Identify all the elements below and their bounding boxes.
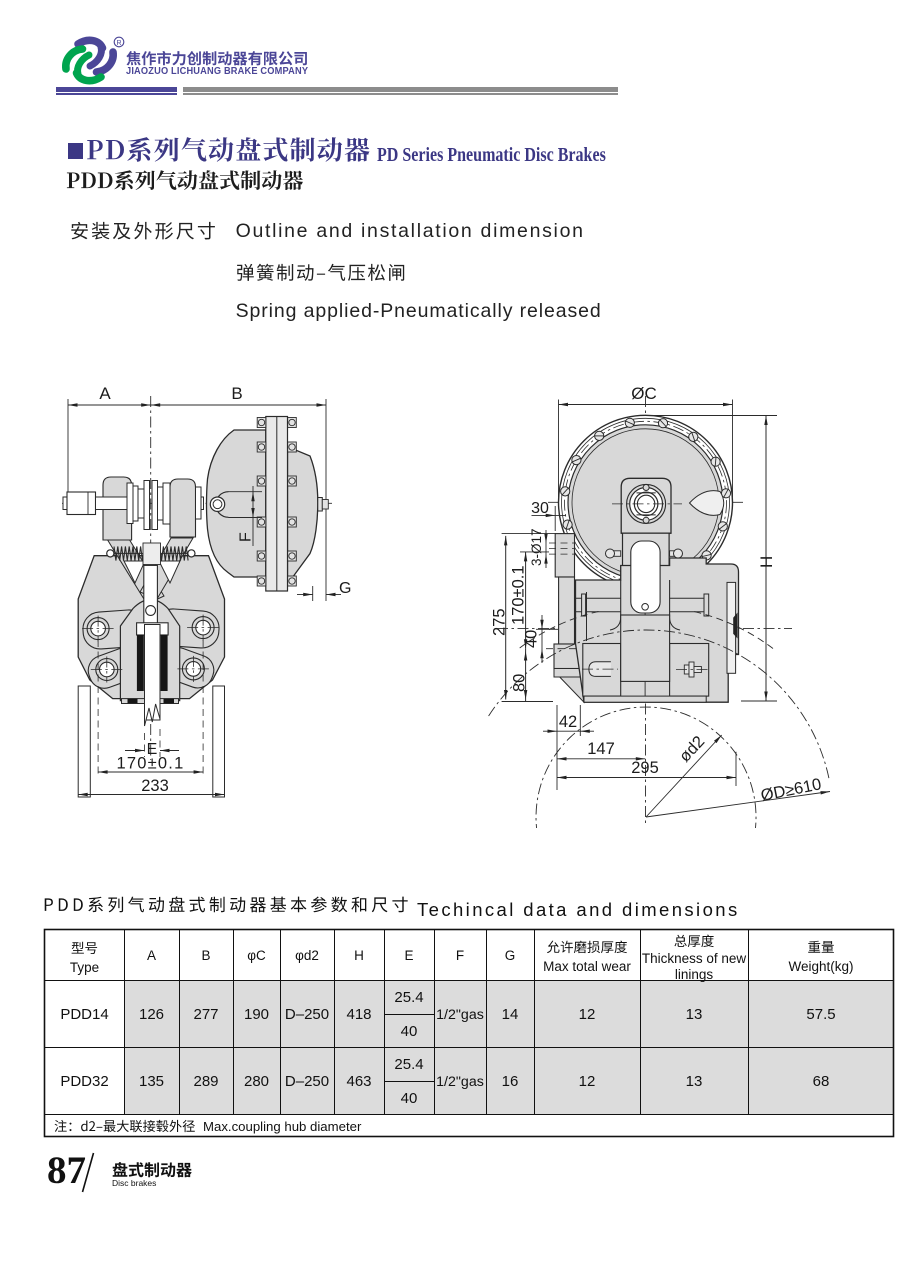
svg-text:E: E	[147, 741, 158, 758]
svg-text:B: B	[201, 948, 210, 963]
svg-text:68: 68	[813, 1073, 830, 1090]
svg-text:170±0.1: 170±0.1	[117, 755, 185, 773]
svg-text:14: 14	[502, 1006, 519, 1023]
svg-text:418: 418	[346, 1006, 371, 1023]
svg-text:A: A	[99, 384, 111, 403]
svg-text:3-Ø17: 3-Ø17	[529, 528, 544, 566]
svg-text:φC: φC	[247, 948, 266, 963]
svg-text:80: 80	[511, 674, 529, 692]
svg-text:12: 12	[579, 1006, 596, 1023]
svg-text:φd2: φd2	[295, 948, 319, 963]
svg-text:40: 40	[523, 630, 541, 648]
svg-text:F: F	[238, 532, 255, 542]
svg-text:126: 126	[139, 1006, 164, 1023]
svg-text:280: 280	[244, 1073, 269, 1090]
svg-text:135: 135	[139, 1073, 164, 1090]
svg-text:12: 12	[579, 1073, 596, 1090]
svg-text:D–250: D–250	[285, 1073, 329, 1090]
svg-text:A: A	[147, 948, 156, 963]
svg-text:H: H	[757, 556, 776, 568]
svg-text:40: 40	[401, 1090, 418, 1107]
svg-text:Thickness of new: Thickness of new	[642, 951, 747, 966]
svg-text:275: 275	[491, 608, 509, 636]
svg-text:147: 147	[587, 740, 615, 758]
svg-text:G: G	[339, 580, 351, 597]
svg-text:13: 13	[686, 1006, 703, 1023]
svg-text:Type: Type	[70, 960, 99, 975]
svg-text:30: 30	[531, 500, 549, 517]
svg-text:170±0.1: 170±0.1	[510, 565, 528, 625]
svg-text:40: 40	[401, 1023, 418, 1040]
svg-text:1/2"gas: 1/2"gas	[436, 1074, 484, 1090]
svg-text:PDD14: PDD14	[60, 1006, 108, 1023]
svg-text:57.5: 57.5	[806, 1006, 835, 1023]
svg-text:ød2: ød2	[676, 733, 709, 766]
svg-text:E: E	[404, 948, 413, 963]
svg-text:ØD≥610: ØD≥610	[759, 775, 823, 805]
svg-text:PDD32: PDD32	[60, 1073, 108, 1090]
svg-text:ØC: ØC	[631, 384, 657, 403]
svg-text:linings: linings	[675, 967, 714, 982]
svg-text:463: 463	[346, 1073, 371, 1090]
svg-text:16: 16	[502, 1073, 519, 1090]
svg-text:25.4: 25.4	[394, 1056, 423, 1073]
svg-text:190: 190	[244, 1006, 269, 1023]
svg-text:Max total wear: Max total wear	[543, 959, 631, 974]
svg-text:42: 42	[559, 713, 577, 731]
svg-text:D–250: D–250	[285, 1006, 329, 1023]
svg-text:F: F	[456, 948, 464, 963]
svg-text:277: 277	[193, 1006, 218, 1023]
svg-text:1/2"gas: 1/2"gas	[436, 1007, 484, 1023]
svg-text:R: R	[116, 40, 121, 47]
svg-text:13: 13	[686, 1073, 703, 1090]
svg-text:289: 289	[193, 1073, 218, 1090]
svg-text:G: G	[505, 948, 516, 963]
svg-text:Max.coupling hub diameter: Max.coupling hub diameter	[203, 1119, 362, 1134]
svg-text:B: B	[231, 384, 242, 403]
svg-text:Weight(kg): Weight(kg)	[788, 959, 853, 974]
svg-text:233: 233	[141, 777, 169, 795]
svg-text:25.4: 25.4	[394, 989, 423, 1006]
svg-text:H: H	[354, 948, 364, 963]
svg-text:295: 295	[631, 759, 659, 777]
